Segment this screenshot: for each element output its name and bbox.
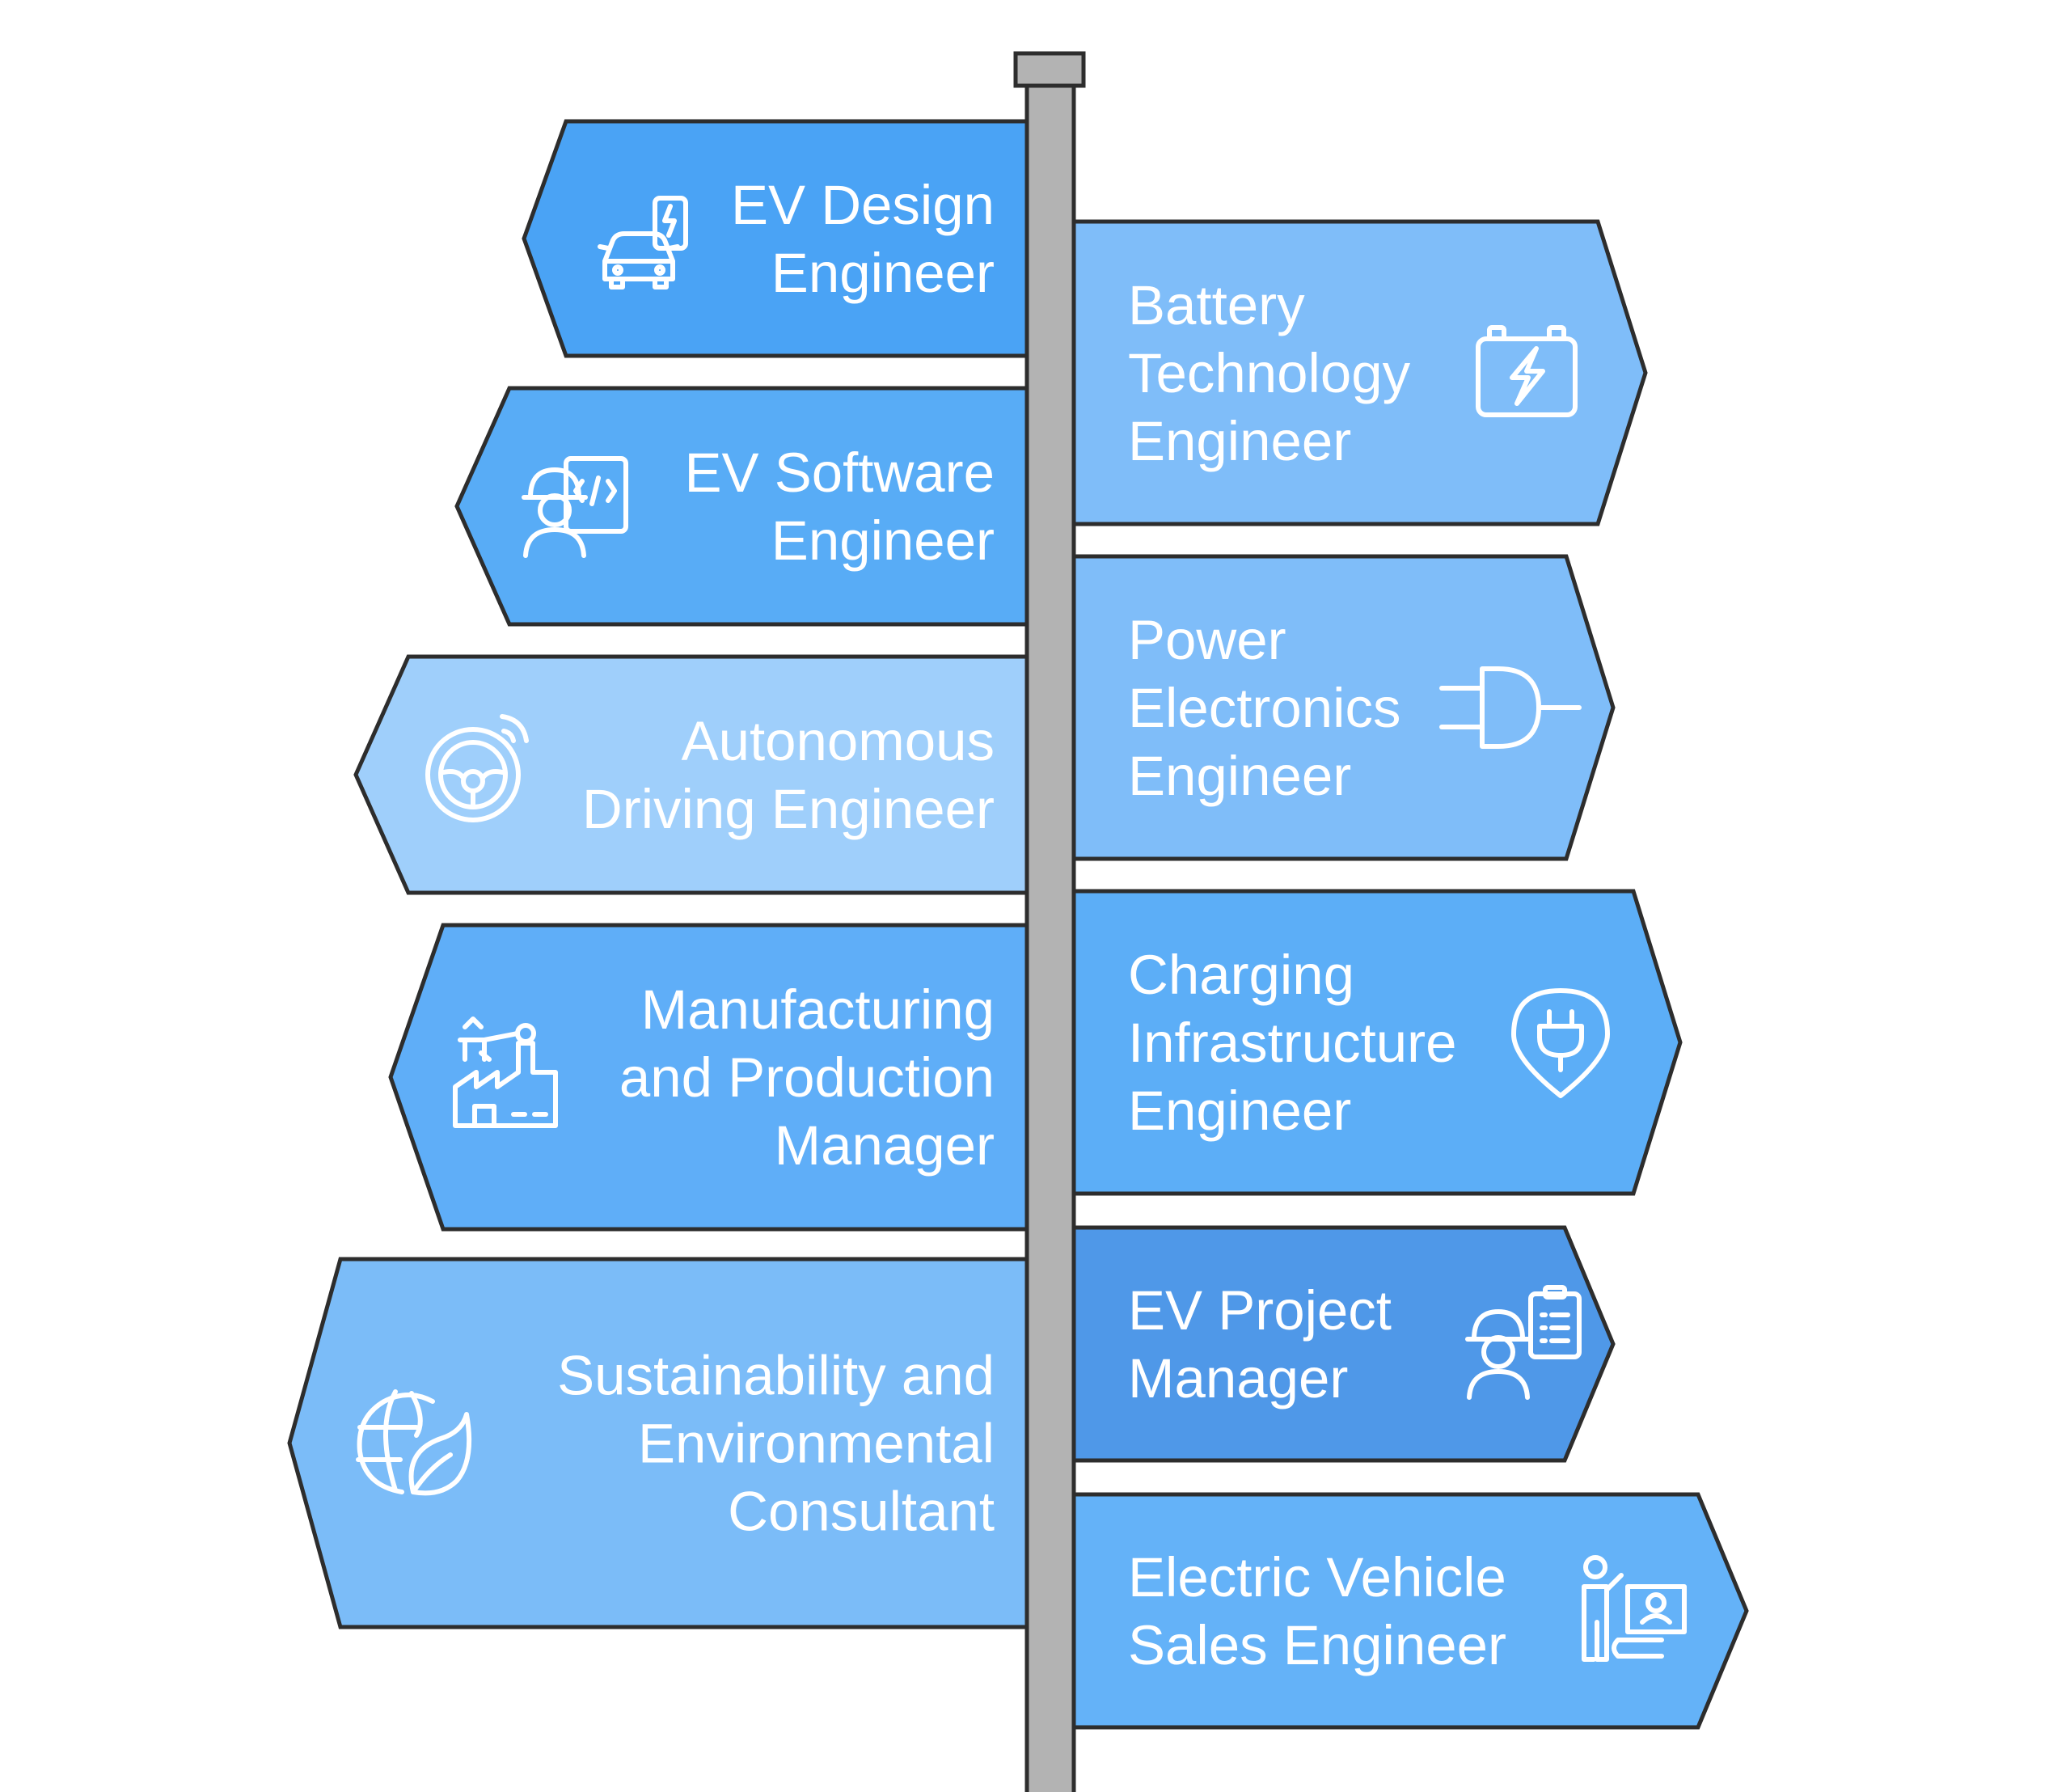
pole-cap <box>1013 51 1086 88</box>
sign-label-line: Driving Engineer <box>582 778 995 840</box>
sign-label-line: Consultant <box>728 1481 995 1543</box>
sign-label-line: Environmental <box>638 1413 995 1475</box>
sign-label-line: Manager <box>1128 1347 1348 1410</box>
sign-label-line: Infrastructure <box>1128 1012 1457 1074</box>
software-engineer-icon <box>522 456 628 558</box>
sign-label-line: Sales Engineer <box>1128 1614 1506 1676</box>
sales-presenter-icon <box>1582 1555 1687 1662</box>
sign-label-line: EV Design <box>731 174 995 236</box>
sign-label-line: Technology <box>1128 342 1411 404</box>
pole-shaft <box>1024 83 1076 1792</box>
sign-label-line: Autonomous <box>682 710 995 772</box>
sign-label-line: Electronics <box>1128 677 1400 739</box>
globe-leaf-icon <box>356 1389 472 1496</box>
project-manager-icon <box>1465 1285 1582 1400</box>
sign-label-line: Manufacturing <box>641 978 995 1041</box>
sign-label-line: Sustainability and <box>557 1345 995 1407</box>
sign-sustainability-environmental-consultant: Sustainability andEnvironmentalConsultan… <box>287 1257 1032 1629</box>
steering-wheel-icon <box>425 714 529 822</box>
battery-icon <box>1476 325 1578 417</box>
sign-label-line: Manager <box>775 1114 995 1177</box>
sign-label-line: Power <box>1128 609 1286 671</box>
plug-icon <box>1439 666 1582 749</box>
charging-location-icon <box>1511 988 1610 1098</box>
sign-label-line: EV Project <box>1128 1279 1392 1342</box>
sign-panel <box>522 119 1032 358</box>
sign-label-line: Engineer <box>771 242 995 304</box>
sign-label-line: Charging <box>1128 944 1354 1006</box>
sign-label-line: Electric Vehicle <box>1128 1546 1506 1608</box>
sign-panel <box>1069 1492 1749 1730</box>
signs-layer: EV DesignEngineerBatteryTechnologyEngine… <box>287 119 1749 1730</box>
sign-label-line: Engineer <box>1128 1080 1351 1142</box>
sign-label-line: Battery <box>1128 274 1305 336</box>
sign-label-line: EV Software <box>684 442 995 504</box>
factory-robot-icon <box>453 1016 558 1128</box>
sign-label-line: Engineer <box>1128 745 1351 807</box>
sign-label-line: and Production <box>619 1046 995 1109</box>
ev-charging-car-icon <box>598 196 688 290</box>
sign-label-line: Engineer <box>1128 410 1351 472</box>
pole <box>1013 51 1086 1792</box>
sign-label-line: Engineer <box>771 509 995 572</box>
